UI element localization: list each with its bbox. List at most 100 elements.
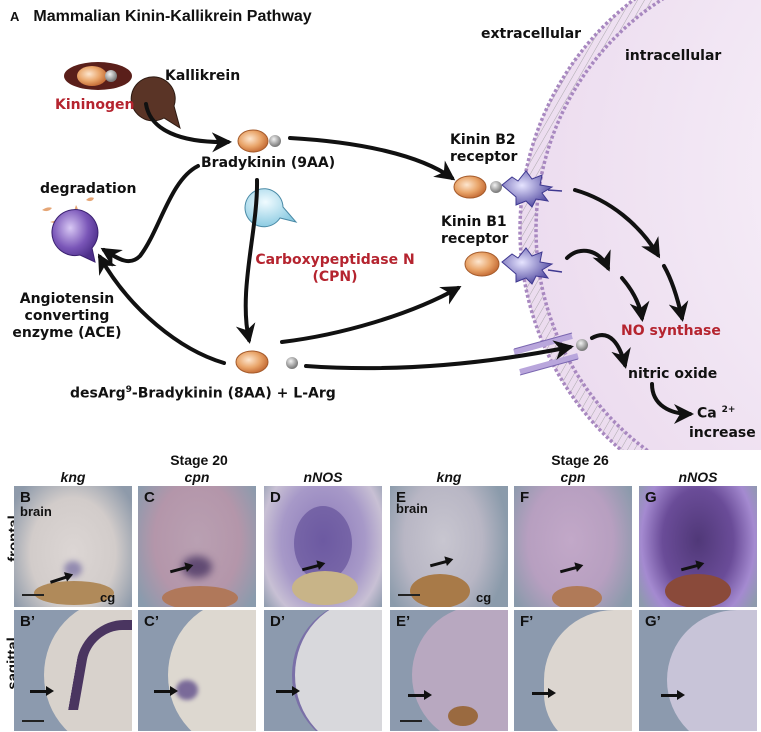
label-increase: increase: [689, 425, 756, 441]
panel-letter-e-prime: E’: [396, 613, 411, 630]
label-ace: Angiotensin converting enzyme (ACE): [12, 291, 122, 342]
panel-letter-b-prime: B’: [20, 613, 35, 630]
image-panel-f: F: [514, 486, 632, 607]
column-header-cpn-stage26: cpn: [560, 469, 586, 485]
panel-letter-b: B: [20, 489, 31, 506]
label-b1-receptor: Kinin B1 receptor: [441, 214, 508, 248]
pathway-diagram: A Mammalian Kinin-Kallikrein Pathway Kini…: [10, 0, 761, 450]
panel-letter-f: F: [520, 489, 530, 506]
panel-a-title: Mammalian Kinin-Kallikrein Pathway: [33, 8, 312, 25]
annotation-cg: cg: [476, 590, 492, 605]
stage-26-header: Stage 26: [551, 452, 609, 468]
embryo-body: [667, 610, 757, 731]
label-extracellular: extracellular: [481, 26, 582, 42]
annotation-brain: brain: [20, 504, 52, 519]
image-panel-c-prime: C’: [138, 610, 256, 731]
panel-letter-c: C: [144, 489, 155, 506]
panel-letter-g: G: [645, 489, 657, 506]
arrow-bradykinin-to-desarg: [235, 178, 260, 344]
arrow-marker: [661, 690, 685, 700]
arrow-b2-to-no-synthase-b: [662, 264, 689, 322]
stage-20-header: Stage 20: [170, 452, 228, 468]
arrow-marker: [532, 688, 556, 698]
image-panel-b-prime: B’: [14, 610, 132, 731]
bradykinin-molecule: [237, 129, 269, 153]
label-ace-line2: converting: [24, 308, 110, 324]
scale-bar: [22, 594, 44, 596]
desarg-superscript: 9: [125, 385, 132, 395]
embryo-body: [44, 610, 132, 731]
label-cpn: Carboxypeptidase N (CPN): [245, 252, 425, 286]
panel-letter-d: D: [270, 489, 281, 506]
arrow-desarg-to-b1: [280, 286, 462, 344]
column-header-cpn-stage20: cpn: [184, 469, 210, 485]
arrow-marker: [680, 563, 700, 572]
label-ace-line1: Angiotensin: [19, 291, 115, 307]
scale-bar: [22, 720, 44, 722]
label-b2-receptor: Kinin B2 receptor: [450, 132, 517, 166]
embryo-body: [168, 610, 256, 731]
arrow-marker: [154, 686, 178, 696]
cell-interior: [520, 0, 761, 450]
panel-letter-c-prime: C’: [144, 613, 159, 630]
embryo-body: [292, 610, 382, 731]
arrow-marker: [276, 686, 300, 696]
column-header-nnos-stage20: nNOS: [303, 469, 343, 485]
label-degradation: degradation: [40, 181, 137, 197]
arrow-kininogen-to-bradykinin: [144, 102, 232, 153]
cement-gland: [552, 586, 602, 607]
label-desarg-bradykinin: desArg9-Bradykinin (8AA) + L-Arg: [70, 382, 336, 403]
annotation-cg: cg: [100, 590, 116, 605]
image-panel-e-prime: E’: [390, 610, 508, 731]
image-panel-e: E brain cg: [390, 486, 508, 607]
arrow-marker: [559, 565, 579, 574]
kallikrein-enzyme: [130, 76, 181, 130]
label-b1-line2: receptor: [441, 231, 509, 247]
desarg-bradykinin-molecule: [235, 350, 269, 374]
arrow-marker: [30, 686, 54, 696]
figure-title: A Mammalian Kinin-Kallikrein Pathway: [10, 8, 312, 26]
image-panel-g-prime: G’: [639, 610, 757, 731]
panel-letter-e: E: [396, 489, 407, 506]
label-b2-line1: Kinin B2: [450, 132, 516, 148]
image-panel-d-prime: D’: [264, 610, 382, 731]
label-no-synthase: NO synthase: [621, 323, 721, 339]
cement-gland: [292, 571, 358, 605]
image-panel-f-prime: F’: [514, 610, 632, 731]
column-header-kng-stage26: kng: [436, 469, 462, 485]
arrow-no-to-ca: [650, 382, 694, 424]
label-cpn-line2: (CPN): [312, 269, 358, 285]
label-bradykinin: Bradykinin (9AA): [201, 155, 336, 171]
label-ca: Ca 2+: [697, 402, 735, 423]
kinin-b1-receptor: [501, 247, 554, 285]
panel-letter-a: A: [10, 9, 20, 24]
label-kininogen: Kininogen: [55, 97, 135, 113]
label-intracellular: intracellular: [625, 48, 722, 64]
embryo-body: [544, 610, 632, 731]
annotation-brain: brain: [396, 501, 428, 516]
expression-spot: [176, 680, 198, 700]
column-header-nnos-stage26: nNOS: [678, 469, 718, 485]
cement-gland: [34, 581, 114, 605]
label-ace-line3: enzyme (ACE): [12, 325, 122, 341]
scale-bar: [398, 594, 420, 596]
desarg-prefix: desArg: [70, 385, 126, 402]
arrow-bradykinin-to-degradation: [100, 164, 200, 267]
label-b1-line1: Kinin B1: [441, 214, 507, 230]
scale-bar: [400, 720, 422, 722]
image-panel-d: D: [264, 486, 382, 607]
arrow-larg-to-channel: [304, 340, 574, 371]
pathway-graphics: [42, 0, 761, 450]
arrow-larg-to-nitric-oxide: [590, 333, 631, 369]
desarg-suffix: -Bradykinin (8AA) + L-Arg: [131, 385, 336, 402]
arrow-b2-to-no-synthase-a: [573, 188, 661, 259]
arrow-bradykinin-to-b2: [288, 136, 456, 181]
cement-gland: [410, 574, 470, 607]
ace-enzyme: [51, 209, 99, 263]
cell-membrane: [520, 0, 662, 450]
label-nitric-oxide: nitric oxide: [628, 366, 718, 382]
arrow-b1-to-no-synthase-b: [620, 276, 650, 322]
arrow-b1-to-no-synthase-a: [565, 248, 611, 272]
kinin-b2-receptor: [501, 170, 554, 208]
cement-gland: [162, 586, 238, 607]
